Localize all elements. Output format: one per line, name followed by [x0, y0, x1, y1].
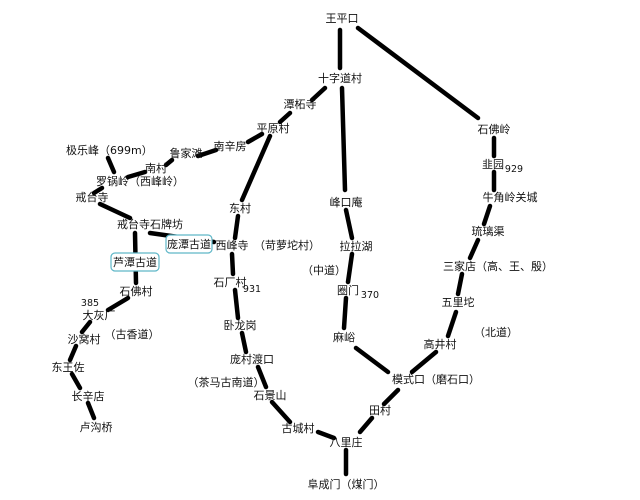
- route-gaojing-moshikou: [409, 349, 439, 375]
- route-wolong-pangcun: [239, 330, 249, 355]
- tag-pangtan-box: [165, 234, 213, 254]
- route-shichang-wolong: [232, 287, 241, 321]
- place-shijingshan: 石景山: [254, 389, 287, 402]
- place-wangpingkou: 王平口: [326, 12, 359, 25]
- place-niujiaoling: 牛角岭关城: [483, 190, 538, 204]
- place-jietaisi: 戒台寺: [76, 190, 109, 204]
- place-guxiangdao: （古香道）: [105, 327, 160, 341]
- route-dongcun-xifengsi: [232, 213, 241, 241]
- route-yukouan-lalahu: [343, 207, 355, 241]
- place-num931: 931: [243, 284, 261, 295]
- place-shizidaocun: 十字道村: [318, 71, 362, 85]
- route-shizidao-yukouan: [339, 85, 348, 193]
- place-nanxinfang: 南辛房: [214, 139, 247, 153]
- tag-lutan-box: [110, 252, 160, 272]
- place-dongwangzuo: 东王佐: [52, 360, 85, 374]
- route-quanmen-mayu: [341, 295, 349, 331]
- place-beidao: （北道）: [474, 325, 518, 339]
- place-num929: 929: [505, 164, 523, 175]
- place-tanzhesi: 潭柘寺: [284, 97, 317, 111]
- tag-pangtan-label: 庞潭古道: [167, 237, 211, 251]
- place-shiguangcun: 石厂村: [214, 275, 247, 289]
- place-gaojingcun: 高井村: [424, 337, 457, 351]
- place-pangcundukou: 庞村渡口: [230, 352, 274, 366]
- place-lugouqiao: 卢沟桥: [80, 421, 113, 434]
- route-shizidao-tanzhesi: [309, 85, 328, 103]
- place-lalahu: 拉拉湖: [340, 239, 373, 253]
- place-balizhuang: 八里庄: [330, 435, 363, 449]
- place-num370: 370: [361, 290, 379, 301]
- route-sanjiadian-wuli: [455, 271, 465, 297]
- route-tanzhesi-pingyuan: [277, 110, 293, 125]
- route-dahuichang-shaowo: [79, 319, 93, 335]
- route-gucheng-balizhuang: [315, 429, 337, 441]
- tag-lutan: 芦潭古道: [110, 252, 160, 272]
- place-chamagudao: （茶马古南道）: [188, 375, 265, 389]
- route-pingyuan-dongcun: [239, 133, 273, 203]
- place-luoluotuocun: （苛萝坨村）: [254, 238, 320, 252]
- place-guiyuan: 韭园: [482, 158, 504, 171]
- place-jietaisi-paifang: 戒台寺石牌坊: [117, 217, 183, 231]
- place-xifengsi: 西峰寺: [216, 239, 249, 252]
- route-lalahu-quanmen: [345, 251, 355, 285]
- place-zhongdao: （中道）: [302, 263, 346, 277]
- route-niujiao-liuli: [481, 203, 493, 227]
- place-dahuichang: 大灰厂: [83, 308, 116, 322]
- place-guchengcun: 古城村: [282, 421, 315, 435]
- place-changxindian: 长辛店: [72, 389, 105, 403]
- route-moshikou-tiancun: [381, 387, 401, 407]
- place-dongcun: 东村: [229, 201, 251, 215]
- place-luoguoling: 罗锅岭（西峰岭）: [96, 174, 184, 188]
- route-changxin-lugou: [85, 400, 97, 421]
- route-shijingshan-gucheng: [269, 399, 293, 425]
- place-quanmen: 圈门: [337, 283, 359, 297]
- route-shaowo-dongwangzuo: [67, 343, 79, 363]
- route-jietaisi-paifang: [97, 201, 133, 221]
- place-sanjiadian: 三家店（高、王、殷）: [443, 259, 553, 273]
- route-xifengsi-shichang: [229, 251, 236, 277]
- place-nancun: 南村: [145, 161, 167, 175]
- route-dongwangzuo-changxin: [69, 371, 83, 391]
- place-labels: 王平口 十字道村 潭柘寺 平原村 南辛房 鲁家滩 南村 极乐峰（699m） 罗锅…: [52, 12, 554, 491]
- place-fuchengmen: 阜成门（煤门）: [308, 477, 385, 491]
- tag-pangtan: 庞潭古道: [165, 234, 213, 254]
- place-liulique: 琉璃渠: [472, 224, 505, 238]
- route-lujiatan-nancun: [163, 157, 175, 168]
- place-jilefeng: 极乐峰（699m）: [66, 143, 153, 157]
- place-shifoling: 石佛岭: [478, 122, 511, 136]
- place-wulituo: 五里坨: [442, 295, 475, 309]
- route-pangcun-shijingshan: [255, 364, 269, 390]
- place-shifocun: 石佛村: [120, 284, 153, 298]
- tag-lutan-label: 芦潭古道: [113, 255, 157, 269]
- place-yukouan: 峰口庵: [330, 195, 363, 209]
- route-shifocun-dahuichang: [105, 295, 131, 313]
- place-mayu: 麻峪: [333, 330, 355, 344]
- route-luoguoling-jietaisi: [91, 185, 105, 196]
- route-wangpingkou-shifoling: [355, 25, 481, 121]
- place-wolonggang: 卧龙岗: [224, 319, 257, 332]
- place-lujiatan: 鲁家滩: [170, 146, 203, 160]
- place-moshikou: 模式口（磨石口）: [392, 373, 480, 386]
- route-pingyuan-nanxinfang: [245, 131, 265, 145]
- route-liuli-sanjiadian: [467, 237, 481, 261]
- route-nancun-luoguoling: [125, 169, 148, 180]
- route-nanxinfang-lujiatan: [195, 147, 219, 159]
- place-num385: 385: [81, 298, 99, 309]
- place-pingyuancun: 平原村: [257, 121, 290, 135]
- route-wuli-gaojing: [445, 309, 459, 339]
- route-mayu-moshikou: [353, 345, 391, 375]
- route-jilefeng-luoguoling: [105, 155, 117, 175]
- place-tiancun: 田村: [369, 403, 391, 417]
- place-shaowocun: 沙窝村: [68, 332, 101, 346]
- route-tiancun-balizhuang: [357, 415, 375, 435]
